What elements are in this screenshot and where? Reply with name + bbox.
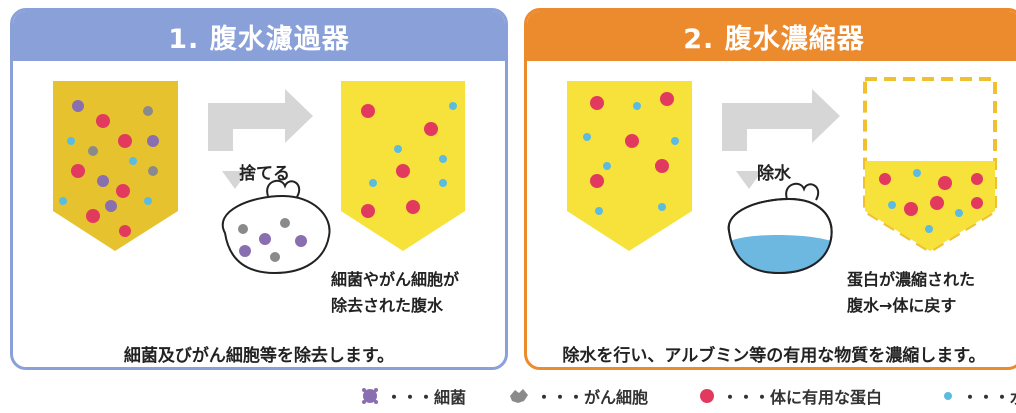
cancer-cell-icon <box>510 389 528 403</box>
legend-water: ・・・水 <box>940 382 1016 410</box>
flow-arrow <box>722 89 840 151</box>
concentrator-diagram <box>567 77 997 275</box>
filtered-result-text: 細菌やがん細胞が 除去された腹水 <box>331 270 460 315</box>
protein-icon <box>700 389 714 403</box>
water-bag <box>727 182 833 275</box>
input-particles <box>583 92 679 215</box>
legend-protein: ・・・体に有用な蛋白 <box>698 382 882 410</box>
discard-arrow <box>222 151 248 189</box>
water-icon <box>944 392 952 400</box>
discard-label: 捨てる <box>239 164 290 184</box>
flow-arrow <box>208 89 313 151</box>
after-particles <box>361 102 457 218</box>
legend: ・・・細菌 ・・・がん細胞 ・・・体に有用な蛋白 ・・・水 <box>0 382 1016 410</box>
legend-cancer: ・・・がん細胞 <box>508 382 648 410</box>
remove-water-arrow <box>736 151 762 189</box>
legend-bacteria: ・・・細菌 <box>360 382 466 410</box>
ascites-before-container <box>53 81 178 251</box>
ascites-filter-panel: 1. 腹水濾過器 <box>10 8 508 370</box>
concentrator-caption: 除水を行い、アルブミン等の有用な物質を濃縮します。 <box>562 346 986 366</box>
panel-title-filter: 1. 腹水濾過器 <box>13 11 505 61</box>
concentrated-particles <box>879 169 983 233</box>
remove-water-label: 除水 <box>757 164 791 184</box>
ascites-input-container <box>567 81 692 251</box>
panel-title-concentrator: 2. 腹水濃縮器 <box>527 11 1016 61</box>
filter-caption: 細菌及びがん細胞等を除去します。 <box>123 346 395 366</box>
bacteria-icon <box>362 388 378 404</box>
concentrated-result-text: 蛋白が濃縮された 腹水→体に戻す <box>847 270 976 315</box>
before-particles <box>59 100 159 237</box>
discard-bag <box>221 179 331 275</box>
filter-diagram <box>53 81 465 275</box>
ascites-concentrator-panel: 2. 腹水濃縮器 <box>524 8 1016 370</box>
